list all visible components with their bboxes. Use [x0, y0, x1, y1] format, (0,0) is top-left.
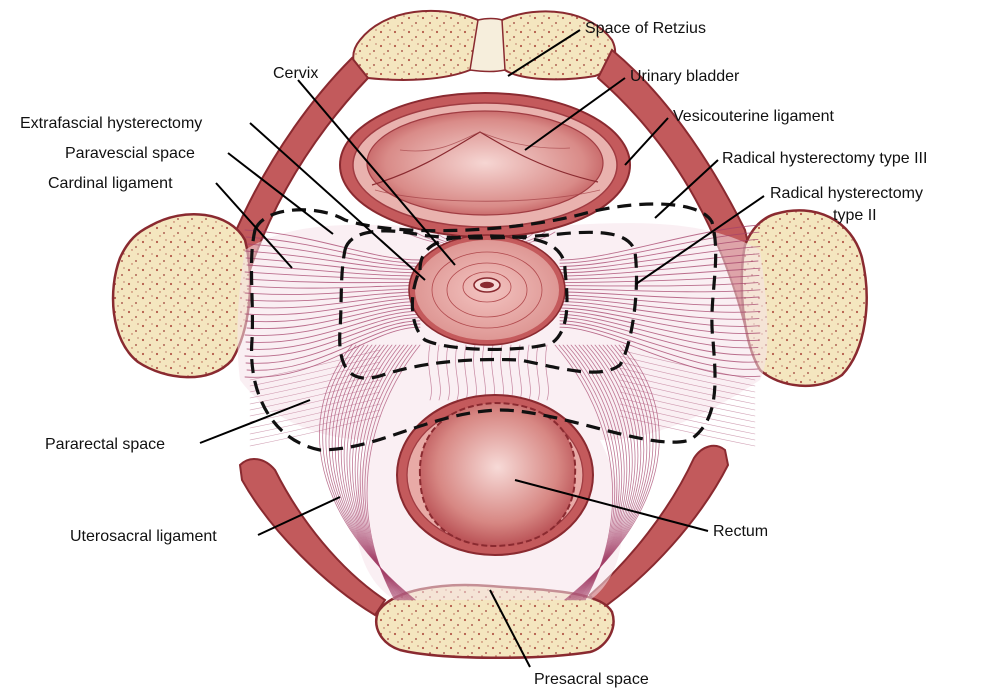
label-radical-hysterectomy-type-ii: Radical hysterectomy	[770, 185, 923, 202]
label-radical-hysterectomy-type-ii-line2: type II	[833, 207, 877, 224]
label-rectum: Rectum	[713, 523, 768, 540]
label-uterosacral-ligament: Uterosacral ligament	[70, 528, 217, 545]
rectum	[397, 395, 593, 555]
label-radical-hysterectomy-type-iii: Radical hysterectomy type III	[722, 150, 927, 167]
cervix	[409, 235, 565, 345]
label-paravesical-space: Paravescial space	[65, 145, 195, 162]
label-space-of-retzius: Space of Retzius	[585, 20, 706, 37]
label-urinary-bladder: Urinary bladder	[630, 68, 740, 85]
label-presacral-space: Presacral space	[534, 671, 649, 688]
label-cardinal-ligament: Cardinal ligament	[48, 175, 173, 192]
urinary-bladder	[340, 93, 630, 237]
label-pararectal-space: Pararectal space	[45, 436, 165, 453]
left-iliac-bone	[113, 214, 250, 377]
label-extrafascial-hysterectomy: Extrafascial hysterectomy	[20, 115, 202, 132]
label-vesicouterine-ligament: Vesicouterine ligament	[673, 108, 835, 125]
label-cervix: Cervix	[273, 65, 318, 82]
left-pubic-bone	[353, 11, 486, 80]
